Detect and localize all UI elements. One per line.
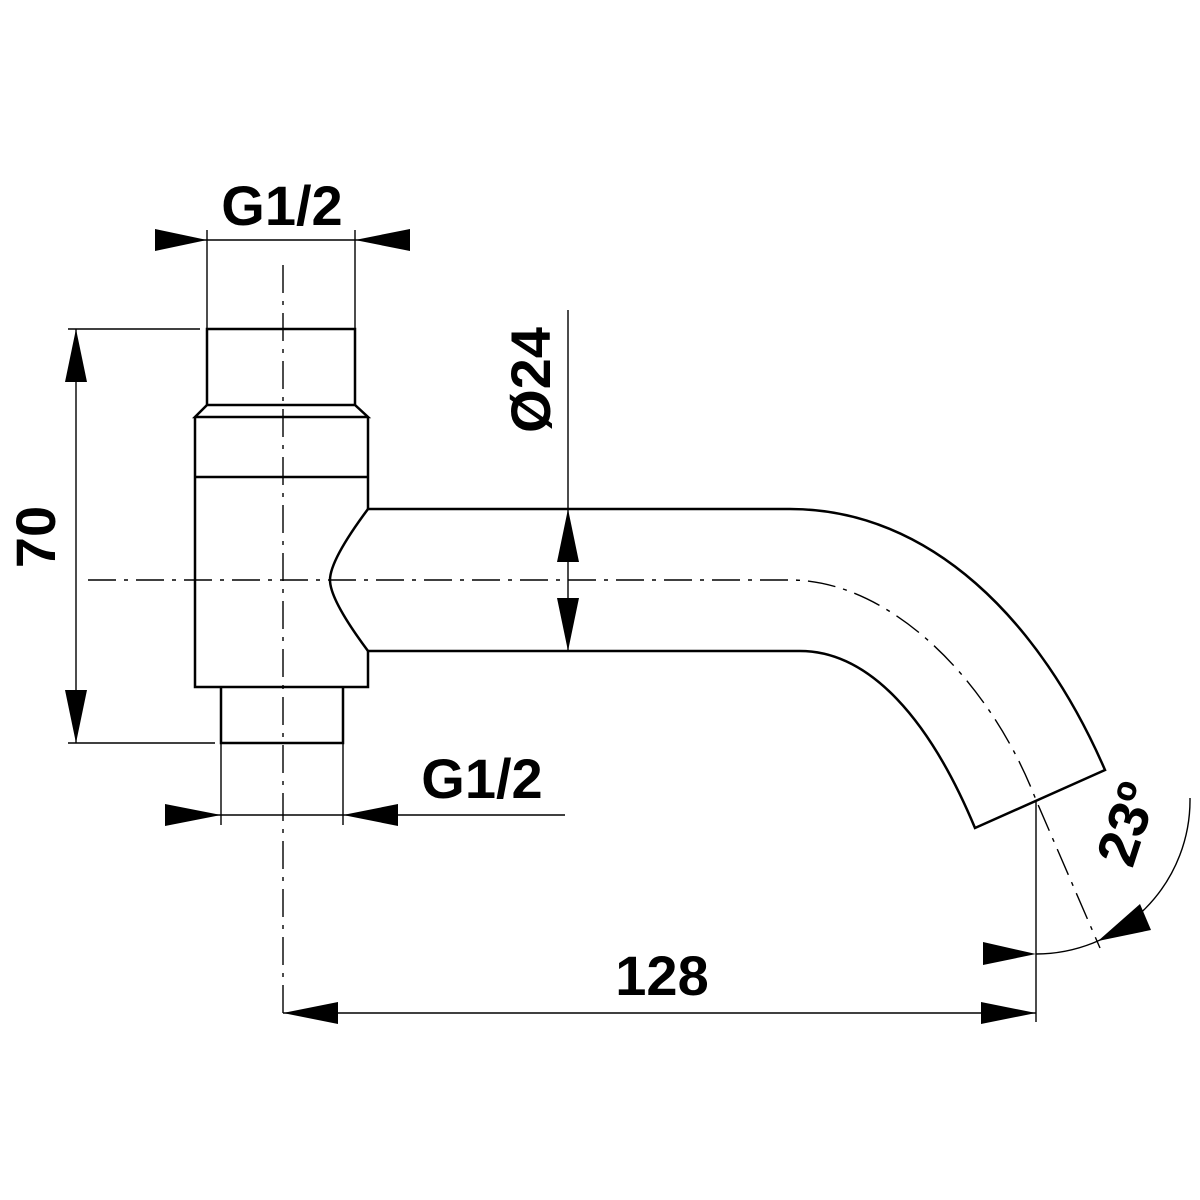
top-nipple: [205, 327, 357, 405]
projection-label: 128: [615, 944, 708, 1007]
top-thread-label: G1/2: [221, 174, 342, 237]
centerlines: [88, 265, 1101, 1020]
dimension-bottom-thread: G1/2: [165, 743, 565, 826]
pipe-diameter-label: Ø24: [499, 327, 562, 433]
height-label: 70: [4, 506, 67, 568]
bottom-thread-label: G1/2: [421, 747, 542, 810]
bottom-nipple: [219, 687, 345, 745]
outlet-angle-label: 23º: [1084, 775, 1169, 873]
dimension-height: 70: [4, 328, 215, 744]
curved-pipe: [368, 507, 1107, 830]
dimension-projection: 128: [283, 800, 1037, 1024]
dimension-top-thread: G1/2: [155, 174, 410, 329]
dimension-pipe-diameter: Ø24: [499, 310, 579, 651]
top-chamfer: [191, 403, 372, 419]
body-housing: [193, 417, 370, 689]
spout-body: [191, 327, 1107, 830]
dimension-outlet-angle: 23º: [983, 775, 1191, 965]
